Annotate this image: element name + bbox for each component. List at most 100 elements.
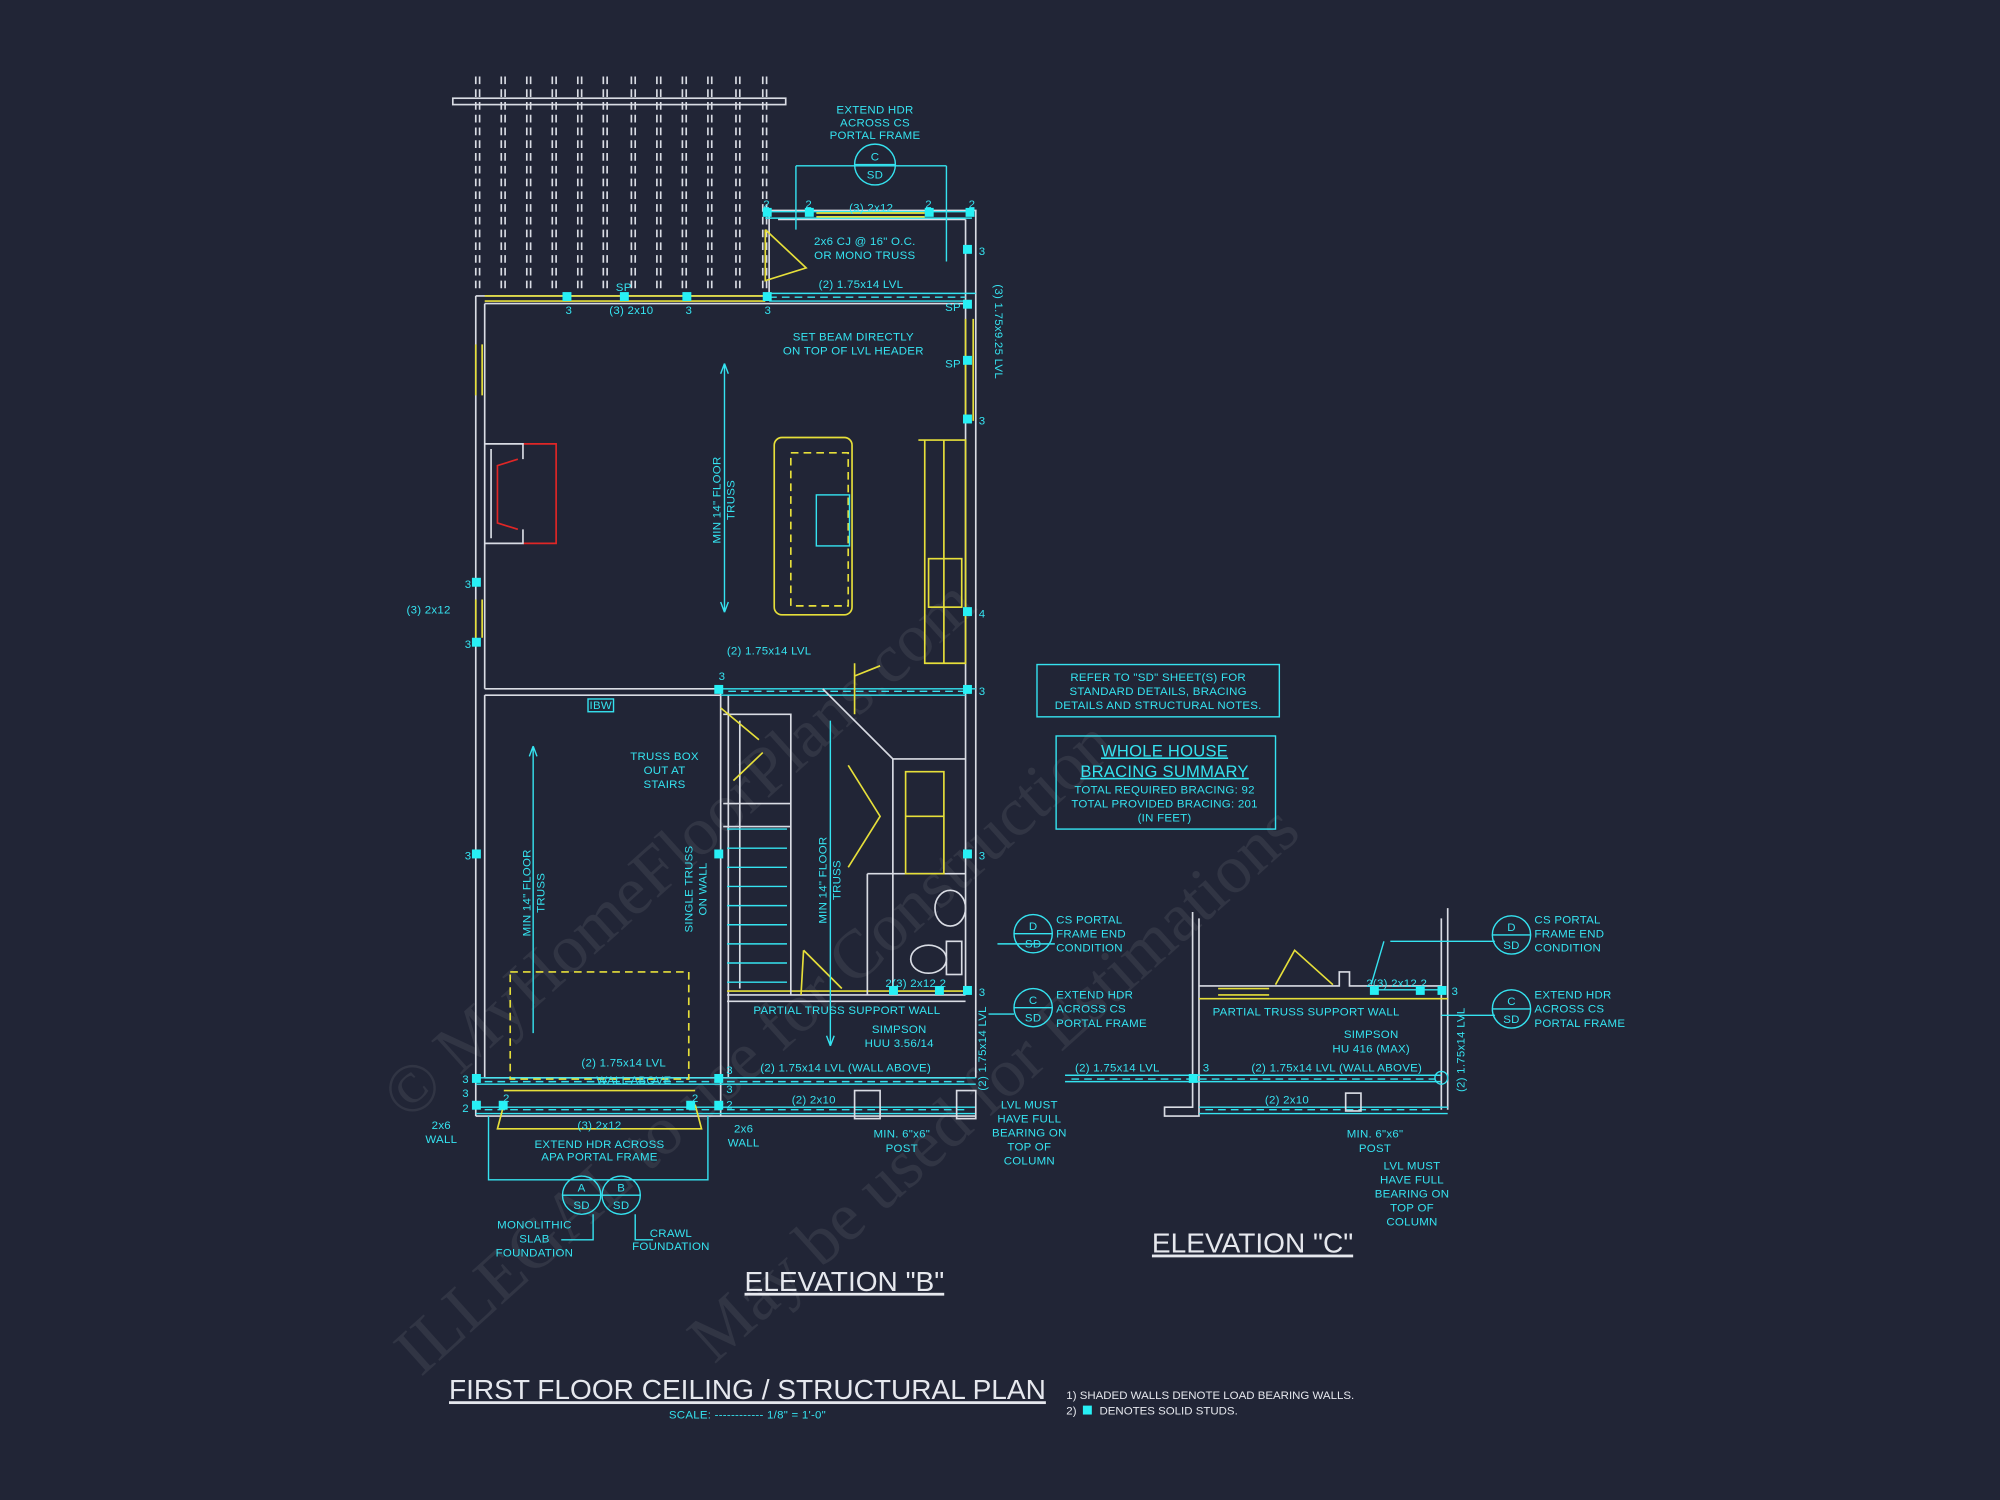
simpson-note-1: SIMPSON	[872, 1024, 927, 1036]
detail-tag-c-elev-b[interactable]: CSD	[1013, 987, 1053, 1028]
lvl-bearing-note-3: BEARING ON	[992, 1127, 1067, 1139]
elevation-b-annotations: EXTEND HDR ACROSS CS PORTAL FRAME (3) 2x…	[407, 105, 1147, 1260]
solid-stud	[963, 355, 972, 365]
stud-count: 3	[979, 987, 986, 999]
cs-portal-note-3: CONDITION	[1056, 943, 1123, 955]
cs-portal-note-2: FRAME END	[1056, 928, 1126, 940]
post-note-2: POST	[886, 1143, 918, 1155]
solid-stud	[714, 1073, 724, 1083]
partial-wall-label: PARTIAL TRUSS SUPPORT WALL	[1213, 1006, 1400, 1018]
sp-label: SP	[616, 282, 632, 294]
tag-sheet: SD	[613, 1200, 629, 1212]
pergola-joist	[525, 76, 532, 294]
floor-truss-note-2: TRUSS	[832, 860, 844, 900]
note-extend-hdr-top-2: ACROSS CS	[840, 117, 910, 129]
solid-stud	[471, 1100, 481, 1110]
pergola-joist	[761, 76, 768, 294]
stud-count: 2	[763, 199, 770, 211]
extend-hdr-note-2: ACROSS CS	[1534, 1004, 1604, 1016]
pergola-joist	[551, 76, 557, 294]
general-note-2-text: DENOTES SOLID STUDS.	[1099, 1406, 1237, 1418]
mono-slab-note-1: MONOLITHIC	[497, 1219, 572, 1231]
solid-stud	[963, 684, 972, 694]
tag-sheet: SD	[1503, 940, 1519, 952]
detail-tag-a[interactable]: ASD	[561, 1175, 602, 1215]
pergola-joist	[576, 76, 583, 294]
solid-stud	[963, 244, 972, 254]
stud-count: 3	[462, 1074, 469, 1086]
tag-sheet: SD	[1025, 939, 1041, 951]
solid-stud	[562, 292, 572, 302]
solid-stud	[682, 292, 692, 302]
side-lvl-label: (3) 1.75x9.25 LVL	[992, 284, 1004, 379]
detail-tag-c-elev-c[interactable]: CSD	[1491, 989, 1532, 1029]
refer-note-3: DETAILS AND STRUCTURAL NOTES.	[1055, 700, 1262, 712]
simpson-note-2: HUU 3.56/14	[865, 1038, 934, 1050]
stud-count: 2	[805, 199, 812, 211]
stud-count: 3	[726, 1084, 733, 1096]
lvl-bearing-note-1: LVL MUST	[1001, 1099, 1058, 1111]
stud-count: 2	[969, 199, 976, 211]
post-note-1: MIN. 6"x6"	[873, 1129, 930, 1141]
solid-stud	[686, 1100, 696, 1110]
solid-stud	[1415, 985, 1425, 995]
tag-letter: C	[1029, 995, 1038, 1007]
wall-2x6-left-2: WALL	[425, 1134, 457, 1146]
pergola-joist	[681, 76, 688, 294]
tag-letter: C	[1507, 996, 1516, 1008]
stud-count: 3	[979, 851, 986, 863]
bracing-units: (IN FEET)	[1138, 812, 1192, 824]
stud-count: 2	[726, 1099, 733, 1111]
stud-count: 4	[979, 608, 986, 620]
detail-tag-b[interactable]: BSD	[601, 1175, 642, 1215]
detail-tag-d-elev-c[interactable]: DSD	[1491, 915, 1532, 955]
solid-stud	[934, 985, 944, 995]
solid-stud	[714, 684, 724, 694]
post-note-1: MIN. 6"x6"	[1347, 1129, 1404, 1141]
truss-box-note-2: OUT AT	[644, 765, 686, 777]
extend-hdr-note-3: PORTAL FRAME	[1534, 1018, 1625, 1030]
tag-letter: A	[578, 1182, 586, 1194]
detail-tag-c-top[interactable]: CSD	[853, 143, 897, 186]
cj-note-1: 2x6 CJ @ 16" O.C.	[814, 236, 916, 248]
cs-portal-note-2: FRAME END	[1534, 928, 1604, 940]
solid-stud-legend-icon	[1082, 1405, 1092, 1415]
note-extend-hdr-top-3: PORTAL FRAME	[830, 130, 921, 142]
front-2x10-label: (2) 2x10	[1265, 1094, 1309, 1106]
solid-stud	[1369, 985, 1379, 995]
stud-count: 3	[1452, 986, 1459, 998]
lvl-left-label: (2) 1.75x14 LVL	[1075, 1062, 1160, 1074]
set-beam-note-1: SET BEAM DIRECTLY	[793, 332, 914, 344]
lvl-bearing-note-4: TOP OF	[1007, 1142, 1051, 1154]
stud-count: 3	[765, 305, 772, 317]
detail-tag-d-elev-b[interactable]: DSD	[1013, 913, 1053, 954]
crawl-note-2: FOUNDATION	[632, 1241, 710, 1253]
garage-lvl-label: (2) 1.75x14 LVL	[581, 1057, 666, 1069]
header-label: 2(3) 2x12 2	[1366, 978, 1427, 990]
solid-stud	[963, 414, 972, 424]
refer-note-1: REFER TO "SD" SHEET(S) FOR	[1070, 672, 1246, 684]
simpson-note-1: SIMPSON	[1344, 1029, 1399, 1041]
left-header-label: (3) 2x12	[407, 605, 451, 617]
floor-truss-note-1: MIN 14" FLOOR	[818, 837, 830, 924]
elevation-c-plan	[1065, 908, 1495, 1117]
bracing-required: TOTAL REQUIRED BRACING: 92	[1074, 784, 1254, 796]
solid-stud	[714, 849, 724, 859]
set-beam-note-2: ON TOP OF LVL HEADER	[783, 346, 924, 358]
stud-count: 3	[979, 416, 986, 428]
extend-hdr-note-1: EXTEND HDR	[1056, 990, 1133, 1002]
sp-label: SP	[945, 302, 961, 314]
cs-portal-note-1: CS PORTAL	[1534, 914, 1600, 926]
solid-stud	[963, 299, 972, 309]
stud-count: 3	[726, 1065, 733, 1077]
solid-stud	[471, 1073, 481, 1083]
post-note-2: POST	[1359, 1143, 1391, 1155]
floor-truss-note-2: TRUSS	[726, 480, 738, 520]
crawl-note-1: CRAWL	[650, 1228, 692, 1240]
apa-note-2: APA PORTAL FRAME	[541, 1152, 658, 1164]
solid-stud	[498, 1100, 508, 1110]
single-truss-note-2: ON WALL	[698, 863, 710, 916]
front-2x10-label: (2) 2x10	[792, 1094, 836, 1106]
pergola-joist	[656, 76, 662, 294]
